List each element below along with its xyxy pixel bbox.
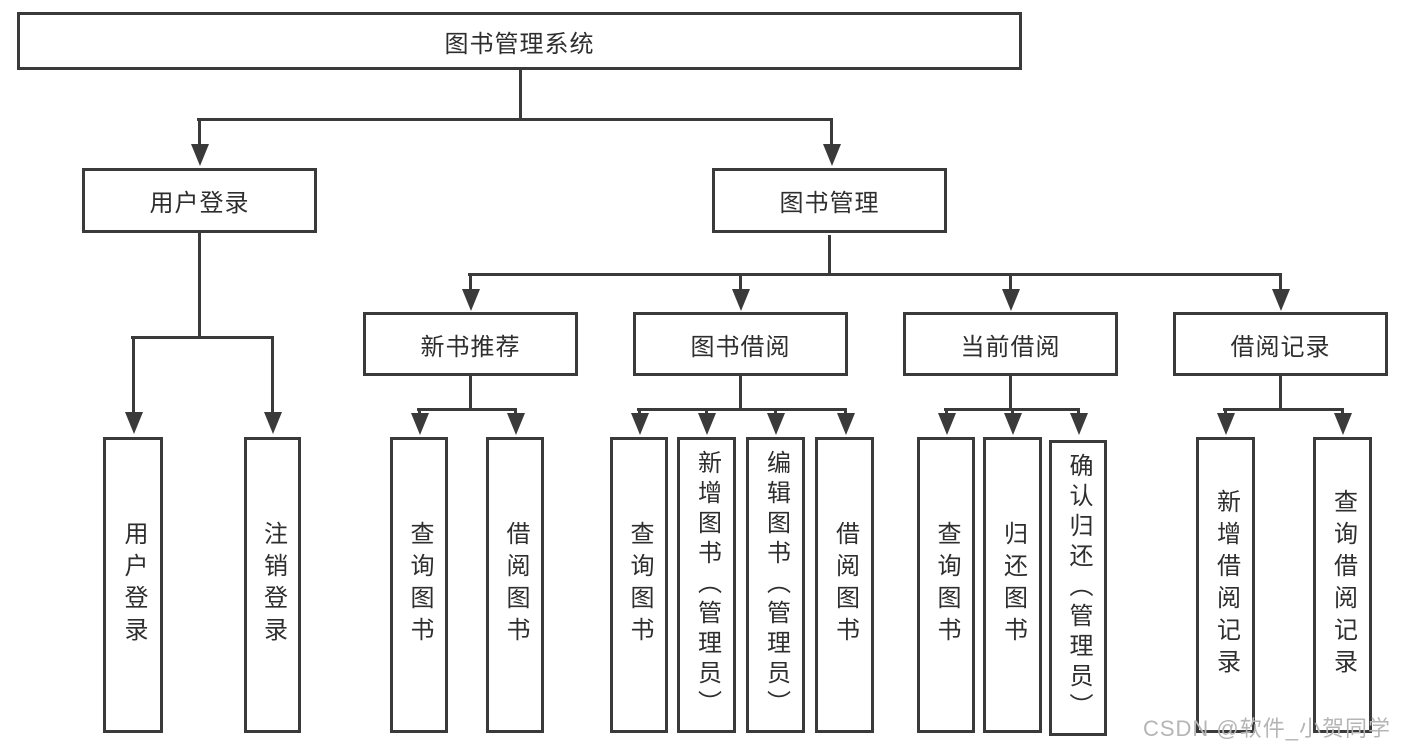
connector-arrow-bb-add [697, 408, 716, 435]
leaf-bb-edit-books-admin: 编辑图书（管理员） [746, 437, 805, 733]
connector-arrow-br-query [1333, 408, 1352, 435]
connector-arrow-book-mgmt [822, 118, 841, 166]
connector-user-login-stem [198, 233, 201, 336]
leaf-logout: 注销登录 [244, 437, 301, 733]
node-borrow-records-label: 借阅记录 [1230, 333, 1331, 361]
leaf-cb-return-books-label: 归还图书 [999, 521, 1027, 649]
leaf-bb-add-books-admin-label: 新增图书（管理员） [693, 450, 721, 720]
leaf-cb-confirm-return-admin-label: 确认归还（管理员） [1065, 453, 1092, 723]
leaf-cb-query-books: 查询图书 [917, 437, 975, 733]
leaf-nb-borrow-books: 借阅图书 [486, 437, 544, 733]
connector-new-book-bar [417, 408, 517, 411]
leaf-bb-query-books-label: 查询图书 [626, 521, 653, 649]
node-user-login: 用户登录 [82, 168, 317, 233]
leaf-br-add-record-label: 新增借阅记录 [1212, 489, 1240, 681]
connector-arrow-user-login [190, 118, 209, 166]
connector-book-borrow-bar [637, 408, 847, 411]
connector-arrow-bb-edit [766, 408, 785, 435]
leaf-bb-borrow-books: 借阅图书 [815, 437, 874, 733]
node-book-management-label: 图书管理 [779, 190, 880, 217]
leaf-logout-label: 注销登录 [259, 521, 287, 649]
connector-book-mgmt-stem [828, 235, 831, 273]
connector-arrow-cb-return [1003, 408, 1022, 435]
csdn-watermark: CSDN @软件_小贺同学 [1142, 716, 1391, 741]
leaf-br-add-record: 新增借阅记录 [1196, 437, 1255, 733]
node-book-management: 图书管理 [712, 168, 947, 233]
connector-arrow-leaf-user-login [124, 336, 143, 434]
node-root: 图书管理系统 [17, 12, 1022, 70]
connector-arrow-borrow-records [1271, 273, 1290, 311]
connector-user-login-bar [131, 336, 274, 339]
leaf-cb-query-books-label: 查询图书 [933, 521, 960, 649]
connector-new-book-stem [469, 376, 472, 408]
connector-arrow-nb-query [410, 408, 429, 435]
leaf-br-query-record-label: 查询借阅记录 [1329, 489, 1357, 681]
node-current-borrow: 当前借阅 [903, 312, 1118, 376]
node-user-login-label: 用户登录 [149, 190, 250, 217]
node-current-borrow-label: 当前借阅 [960, 333, 1061, 361]
node-book-borrow-label: 图书借阅 [690, 333, 791, 361]
leaf-bb-borrow-books-label: 借阅图书 [831, 521, 859, 649]
leaf-bb-edit-books-admin-label: 编辑图书（管理员） [762, 450, 790, 720]
leaf-br-query-record: 查询借阅记录 [1313, 437, 1372, 733]
connector-book-mgmt-bar [468, 273, 1282, 276]
leaf-bb-add-books-admin: 新增图书（管理员） [677, 437, 736, 733]
node-book-borrow: 图书借阅 [633, 312, 848, 376]
connector-arrow-bb-borrow [836, 408, 855, 435]
leaf-nb-query-books-label: 查询图书 [406, 521, 433, 649]
leaf-cb-return-books: 归还图书 [983, 437, 1042, 733]
connector-arrow-cb-confirm [1069, 408, 1088, 435]
connector-arrow-br-add [1216, 408, 1235, 435]
connector-arrow-new-book [461, 273, 480, 311]
connector-arrow-leaf-logout [263, 336, 282, 434]
leaf-cb-confirm-return-admin: 确认归还（管理员） [1049, 440, 1107, 736]
leaf-bb-query-books: 查询图书 [610, 437, 668, 733]
node-new-book-recommend: 新书推荐 [363, 312, 578, 376]
node-root-label: 图书管理系统 [444, 30, 595, 58]
connector-root-stem [519, 70, 522, 118]
connector-borrow-records-stem [1279, 376, 1282, 408]
connector-arrow-cb-query [937, 408, 956, 435]
node-new-book-recommend-label: 新书推荐 [420, 333, 521, 361]
connector-arrow-nb-borrow [506, 408, 525, 435]
leaf-user-login: 用户登录 [103, 437, 163, 733]
leaf-nb-query-books: 查询图书 [390, 437, 448, 733]
connector-root-bar [197, 118, 833, 121]
connector-arrow-current-borrow [1001, 273, 1020, 311]
connector-book-borrow-stem [739, 376, 742, 408]
leaf-user-login-label: 用户登录 [120, 521, 147, 649]
connector-arrow-bb-query [630, 408, 649, 435]
node-borrow-records: 借阅记录 [1173, 312, 1388, 376]
leaf-nb-borrow-books-label: 借阅图书 [502, 521, 529, 649]
connector-borrow-records-bar [1223, 408, 1344, 411]
connector-arrow-book-borrow [731, 273, 750, 311]
connector-current-borrow-stem [1009, 376, 1012, 408]
